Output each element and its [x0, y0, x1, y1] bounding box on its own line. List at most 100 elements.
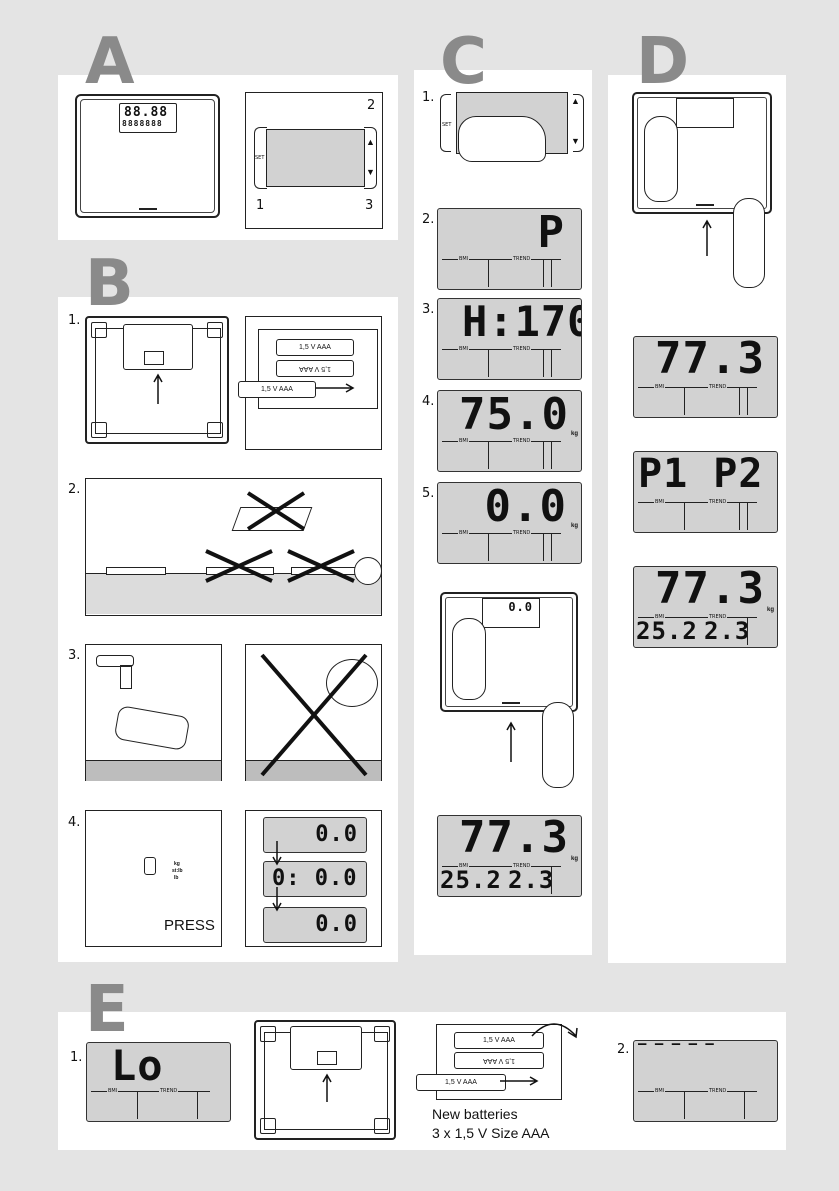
unit-button[interactable]	[144, 857, 156, 875]
up-button[interactable]: ▲	[366, 137, 375, 147]
display-buttons-diagram: SET ▲ ▼	[245, 92, 383, 229]
battery: 1,5 V AAA	[416, 1074, 506, 1091]
finger	[458, 116, 546, 162]
battery-size-text: 3 x 1,5 V Size AAA	[432, 1125, 550, 1141]
step-c5: 5.	[422, 486, 435, 501]
right-foot	[542, 702, 574, 788]
battery: 1,5 V AAA	[276, 339, 354, 356]
display-value: H:170	[462, 298, 582, 346]
lcd-d2: P1 P2 BMI TREND	[633, 451, 778, 533]
arrow-up-icon	[153, 373, 163, 404]
left-foot	[644, 116, 678, 202]
trend-value: 2.3	[508, 866, 555, 894]
lcd-c-final: 77.3 kg BMI TREND 25.2 2.3	[437, 815, 582, 897]
scale-with-feet	[632, 92, 772, 214]
arrow-up-icon	[702, 219, 712, 256]
display-value: 77.3	[459, 815, 569, 863]
left-foot	[452, 618, 486, 700]
step-e2: 2.	[617, 1042, 630, 1057]
section-letter-b: B	[85, 247, 134, 321]
display-value: P	[537, 208, 565, 258]
right-foot	[733, 198, 765, 288]
scale-display-all-segments: 88.88 8888888	[119, 103, 177, 133]
up-button[interactable]: ▲	[571, 96, 580, 106]
scale-underside	[85, 316, 229, 444]
cross-mark-icon	[205, 549, 273, 583]
step-b3: 3.	[68, 648, 81, 663]
arrow-down-icon	[272, 841, 282, 866]
lcd-c5: 0.0 kg BMI TREND	[437, 482, 582, 564]
arrow-up-icon	[506, 721, 516, 762]
down-button[interactable]: ▼	[366, 167, 375, 177]
callout-3: 3	[365, 198, 374, 213]
step-c4: 4.	[422, 394, 435, 409]
lcd-e2: — — — — — BMI TREND	[633, 1040, 778, 1122]
press-label: PRESS	[164, 917, 215, 934]
callout-1: 1	[256, 198, 265, 213]
cleaning-damp-cloth	[85, 644, 222, 781]
cleaning-no-abrasives	[245, 644, 382, 781]
step-c1: 1.	[422, 90, 435, 105]
unit-kg: kg	[174, 861, 180, 867]
scale-underside	[254, 1020, 396, 1140]
display-value: 0.0	[315, 912, 358, 937]
step-b4: 4.	[68, 815, 81, 830]
section-letter-e: E	[85, 973, 129, 1047]
display-value: 77.3	[655, 566, 765, 614]
display-value: 0: 0.0	[272, 866, 358, 891]
battery-insertion-detail: 1,5 V AAA 1,5 V AAA 1,5 V AAA	[238, 316, 382, 450]
step-b1: 1.	[68, 313, 81, 328]
display-value: Lo	[111, 1042, 164, 1090]
lcd-c2: P BMI TREND	[437, 208, 582, 290]
display-screen	[266, 129, 365, 187]
battery: 1,5 V AAA	[238, 381, 316, 398]
display-value: 0.0	[484, 482, 567, 532]
surface-placement-illustration	[85, 478, 382, 616]
step-e1: 1.	[70, 1050, 83, 1065]
cross-mark-icon	[287, 549, 355, 583]
step-c2: 2.	[422, 212, 435, 227]
arrow-up-icon	[322, 1073, 332, 1102]
battery-compartment	[123, 324, 193, 370]
lcd-d1: 77.3 BMI TREND	[633, 336, 778, 418]
section-letter-d: D	[636, 25, 690, 99]
scale-with-feet: 0.0	[440, 592, 578, 712]
bmi-value: 25.2	[636, 617, 698, 645]
new-batteries-text: New batteries	[432, 1106, 518, 1122]
curved-arrow-icon	[531, 1023, 578, 1039]
display-value: — — — — —	[638, 1040, 714, 1052]
down-button[interactable]: ▼	[571, 136, 580, 146]
step-b2: 2.	[68, 482, 81, 497]
battery: 1,5 V AAA	[454, 1052, 544, 1069]
trend-value: 2.3	[704, 617, 751, 645]
battery-compartment	[290, 1026, 362, 1070]
arrow-right-icon	[500, 1076, 539, 1086]
section-letter-a: A	[85, 25, 135, 99]
arrow-right-icon	[316, 383, 355, 393]
lcd-e1: Lo BMI TREND	[86, 1042, 231, 1122]
scale-top-view: 88.88 8888888	[75, 94, 220, 218]
display-value: 75.0	[459, 390, 569, 440]
cross-mark-icon	[246, 491, 306, 531]
lcd-c3: H:170 BMI TREND	[437, 298, 582, 380]
lcd-d3: 77.3 kg BMI TREND 25.2 2.3	[633, 566, 778, 648]
set-button[interactable]: SET	[255, 155, 265, 161]
brand-logo	[139, 208, 157, 210]
unit-displays: 0.0 0: 0.0 0.0	[245, 810, 382, 947]
display-value: P1 P2	[638, 451, 764, 497]
section-letter-c: C	[440, 25, 487, 99]
callout-2: 2	[367, 98, 376, 113]
arrow-down-icon	[272, 887, 282, 912]
bmi-value: 25.2	[440, 866, 502, 894]
battery: 1,5 V AAA	[276, 360, 354, 377]
unit-stlb: st:lb	[172, 868, 183, 874]
lcd-c4: 75.0 kg BMI TREND	[437, 390, 582, 472]
display-value: 0.0	[315, 822, 358, 847]
step-c3: 3.	[422, 302, 435, 317]
display-value: 77.3	[655, 336, 765, 384]
unit-switch-illustration: kg st:lb lb PRESS	[85, 810, 222, 947]
set-press-illustration: SET ▲ ▼	[440, 88, 584, 162]
unit-lb: lb	[174, 875, 179, 881]
battery-replacement-detail: 1,5 V AAA 1,5 V AAA 1,5 V AAA	[414, 1018, 584, 1100]
set-button[interactable]: SET	[442, 122, 452, 128]
